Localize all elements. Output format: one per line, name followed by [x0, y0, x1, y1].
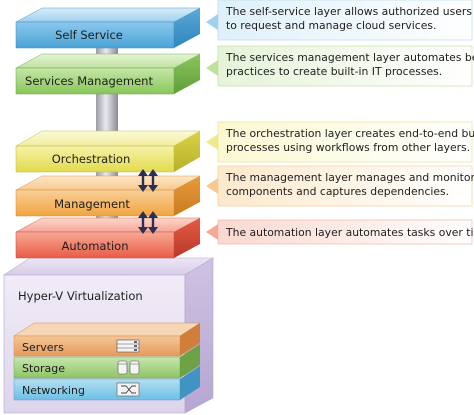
management-layer: Management — [15, 175, 201, 217]
hyperv-box: Hyper-V Virtualization Servers Storage — [2, 257, 215, 414]
orchestration-layer: Orchestration — [15, 130, 201, 173]
servers-label: Servers — [22, 341, 64, 354]
bidirectional-arrow-icon — [138, 211, 158, 234]
automation-description-line: The automation layer automates tasks ove… — [225, 226, 474, 239]
svg-text:The automation layer automates: The automation layer automates tasks ove… — [225, 226, 474, 239]
server-rack-icon — [116, 339, 140, 353]
svg-text:The services management layer: The services management layer automates … — [225, 51, 474, 78]
svg-text:The self-service layer allows: The self-service layer allows authorized… — [225, 5, 474, 32]
servers-component: Servers — [13, 322, 201, 357]
automation-layer: Automation — [15, 217, 201, 259]
svg-text:The orchestration layer create: The orchestration layer creates end-to-e… — [225, 127, 474, 154]
orchestration-label: Orchestration — [52, 152, 131, 166]
management-callout: The management layer manages and monitor… — [206, 165, 474, 207]
self-service-label: Self Service — [55, 28, 123, 42]
orchestration-description-line: The orchestration layer creates end-to-e… — [225, 127, 474, 140]
bidirectional-arrow-icon — [138, 169, 158, 192]
services-management-description-line: The services management layer automates … — [225, 51, 474, 64]
services-management-callout: The services management layer automates … — [206, 45, 474, 87]
management-label: Management — [54, 197, 130, 211]
management-description-line: components and captures dependencies. — [226, 185, 449, 198]
self-service-description-line: to request and manage cloud services. — [226, 19, 436, 32]
hyperv-title: Hyper-V Virtualization — [18, 289, 143, 303]
services-management-description-line: practices to create built-in IT processe… — [226, 65, 442, 78]
automation-callout: The automation layer automates tasks ove… — [206, 219, 474, 245]
services-management-layer: Services Management — [15, 53, 201, 95]
storage-disks-icon — [117, 360, 140, 375]
services-management-label: Services Management — [25, 74, 153, 88]
storage-component: Storage — [13, 344, 200, 379]
storage-label: Storage — [22, 362, 65, 375]
network-switch-icon — [116, 382, 140, 397]
self-service-description-line: The self-service layer allows authorized… — [225, 5, 472, 18]
self-service-callout: The self-service layer allows authorized… — [206, 0, 474, 41]
management-description-line: The management layer manages and monitor… — [225, 171, 474, 184]
automation-label: Automation — [62, 239, 129, 253]
networking-component: Networking — [13, 366, 200, 401]
svg-text:The management layer manages a: The management layer manages and monitor… — [225, 171, 474, 198]
self-service-layer: Self Service — [15, 7, 201, 49]
orchestration-description-line: processes using workflows from other lay… — [226, 141, 470, 154]
orchestration-callout: The orchestration layer creates end-to-e… — [206, 121, 474, 163]
networking-label: Networking — [22, 384, 85, 397]
